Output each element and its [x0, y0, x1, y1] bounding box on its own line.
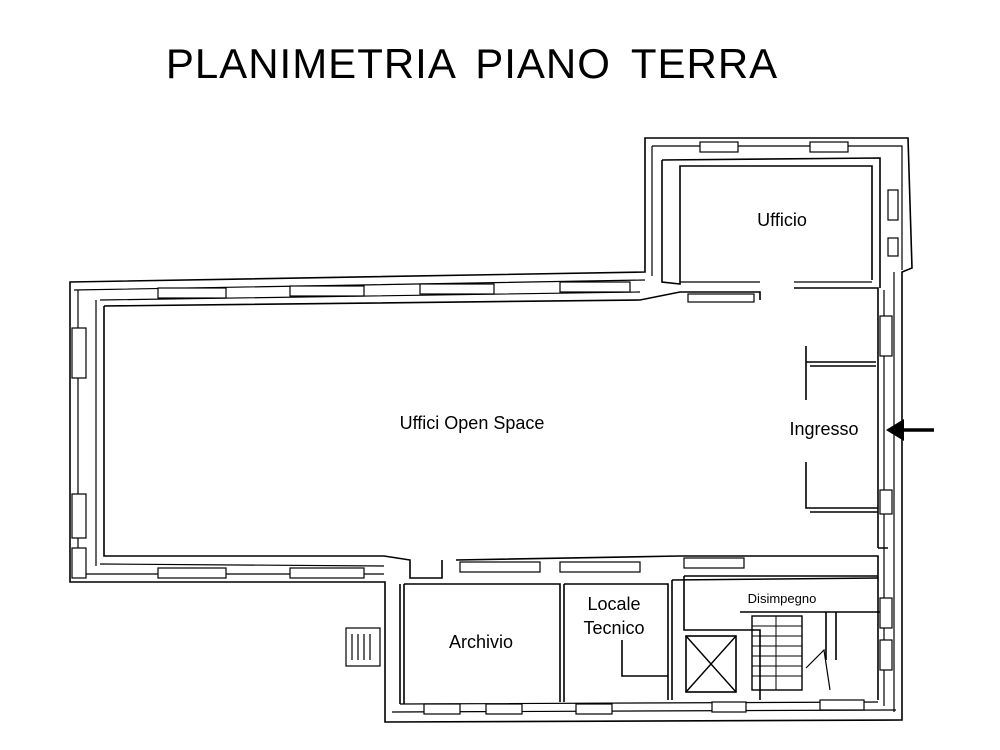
room-label-open-space: Uffici Open Space [400, 413, 545, 433]
room-label-locale-tecnico-line2: Tecnico [583, 618, 644, 638]
stairs-icon [751, 615, 831, 691]
elevator-cross-icon [685, 635, 737, 693]
room-label-ufficio: Ufficio [757, 210, 807, 230]
arrow-left-icon [886, 419, 934, 441]
ingresso-walls [805, 315, 893, 671]
lower-rooms-walls [345, 575, 880, 704]
room-label-locale-tecnico-line1: Locale [587, 594, 640, 614]
window-marks-bottom [157, 557, 865, 715]
page-title: PLANIMETRIA PIANO TERRA [165, 40, 779, 87]
ufficio-walls [651, 141, 903, 288]
room-label-disimpegno: Disimpegno [748, 591, 817, 606]
room-label-archivio: Archivio [449, 632, 513, 652]
window-marks-top [157, 281, 755, 303]
window-marks-left [71, 327, 87, 579]
room-label-ingresso: Ingresso [789, 419, 858, 439]
